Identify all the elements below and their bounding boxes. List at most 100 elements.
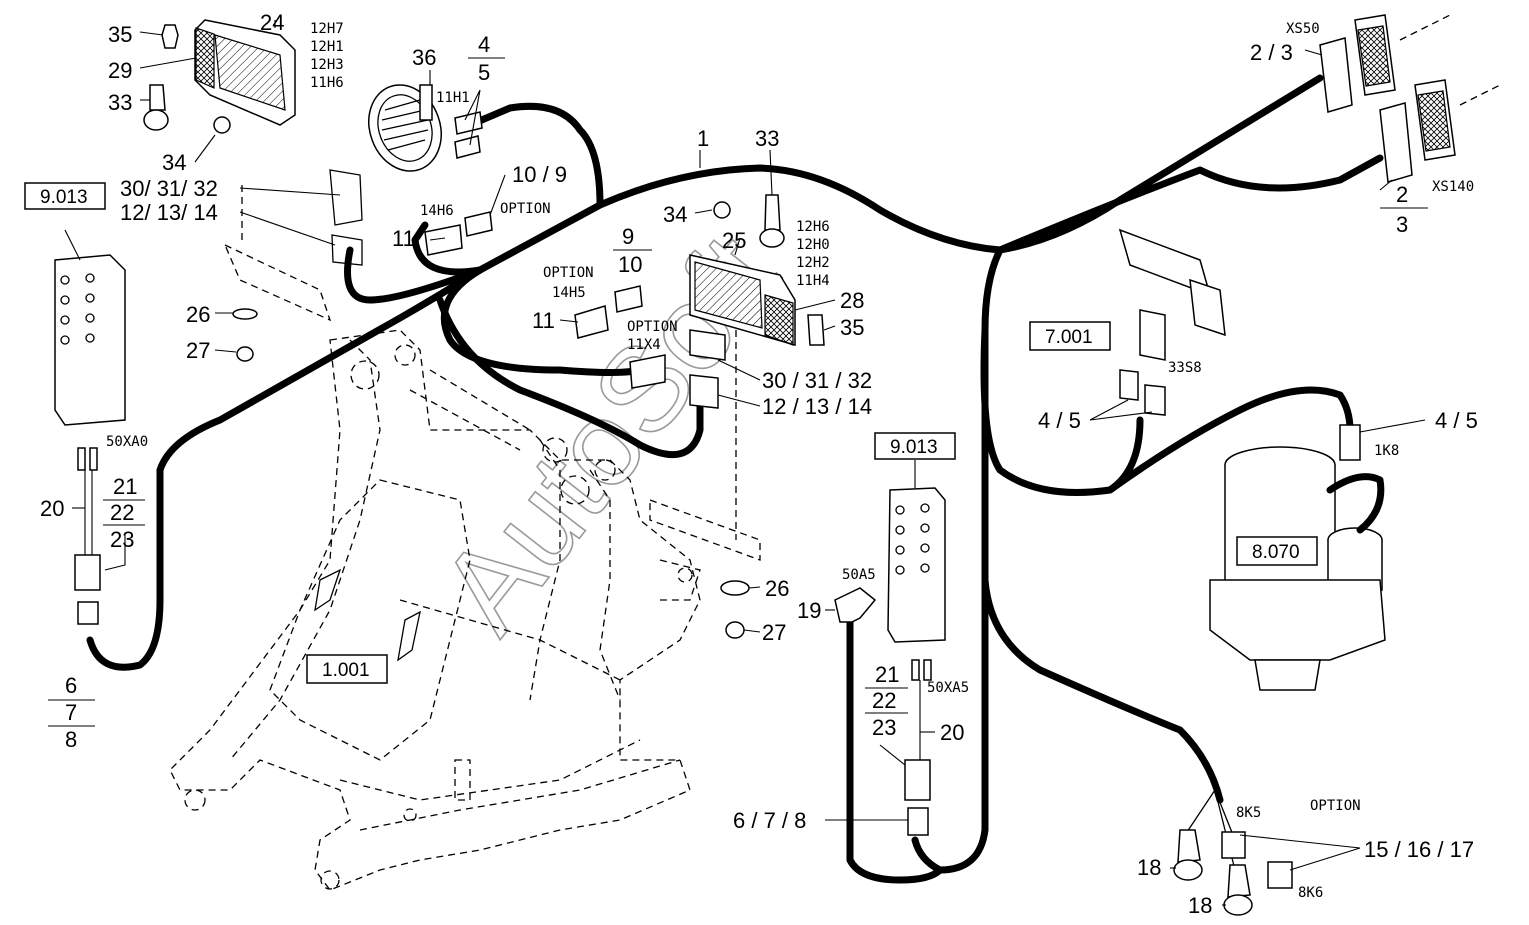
code-14h5: 14H5	[552, 285, 586, 301]
label-20-b: 20	[940, 720, 964, 745]
label-27-b: 27	[762, 620, 786, 645]
leader-lines	[48, 20, 1428, 906]
label-8: 8	[65, 727, 77, 752]
label-20-a: 20	[40, 496, 64, 521]
code-8k6: 8K6	[1298, 885, 1323, 901]
label-5: 5	[478, 60, 490, 85]
label-35-b: 35	[840, 315, 864, 340]
code-option-d: OPTION	[1310, 798, 1361, 814]
label-2-3-top: 2 / 3	[1250, 40, 1293, 65]
label-7: 7	[65, 700, 77, 725]
main-harness	[86, 74, 1384, 884]
label-4-5-a: 4 / 5	[1038, 408, 1081, 433]
connector-19	[834, 587, 877, 623]
label-28: 28	[840, 288, 864, 313]
label-22-a: 22	[110, 500, 134, 525]
label-2: 2	[1396, 182, 1408, 207]
ref-1001-text: 1.001	[322, 660, 370, 681]
code-11h4: 11H4	[796, 273, 830, 289]
label-1: 1	[697, 126, 709, 151]
ref-box-9013-left	[24, 182, 106, 210]
label-34-b: 34	[663, 202, 687, 227]
label-19: 19	[797, 598, 821, 623]
label-36: 36	[412, 45, 436, 70]
code-12h2: 12H2	[796, 255, 830, 271]
valve-block-left	[54, 229, 126, 426]
code-11h1: 11H1	[436, 90, 470, 106]
rear-light-25	[689, 254, 796, 409]
code-option-b: OPTION	[543, 265, 594, 281]
label-18-a: 18	[1137, 855, 1161, 880]
code-33s8: 33S8	[1168, 360, 1202, 376]
ref-box-8070	[1236, 536, 1318, 566]
relays-8k	[1173, 829, 1293, 916]
code-50xa5: 50XA5	[927, 680, 969, 696]
label-12-13-14-b: 12 / 13 / 14	[762, 394, 872, 419]
code-11h6: 11H6	[310, 75, 344, 91]
label-11-a: 11	[392, 226, 415, 251]
code-11x4: 11X4	[627, 337, 661, 353]
connector-11-a	[424, 211, 493, 256]
label-21-a: 21	[113, 474, 137, 499]
label-6-7-8: 6 / 7 / 8	[733, 808, 806, 833]
ref-box-9013-center	[874, 432, 956, 460]
label-11-b: 11	[532, 308, 555, 333]
code-xs140: XS140	[1432, 179, 1474, 195]
label-23-b: 23	[872, 715, 896, 740]
washers-nuts	[232, 308, 750, 639]
label-30-31-32-b: 30 / 31 / 32	[762, 368, 872, 393]
code-12h3: 12H3	[310, 57, 344, 73]
code-50a5: 50A5	[842, 567, 876, 583]
ref-9013-center-text: 9.013	[890, 437, 938, 458]
bulb-group	[143, 24, 825, 346]
label-18-b: 18	[1188, 893, 1212, 918]
loader-frame	[169, 185, 761, 891]
code-50xa0: 50XA0	[106, 434, 148, 450]
label-26-b: 26	[765, 576, 789, 601]
connector-xs50	[1319, 14, 1451, 113]
label-26-a: 26	[186, 302, 210, 327]
code-12h7: 12H7	[310, 21, 344, 37]
label-30-31-32-a: 30/ 31/ 32	[120, 176, 218, 201]
code-12h6: 12H6	[796, 219, 830, 235]
pressure-switch-7001	[1118, 228, 1226, 416]
label-9: 9	[622, 224, 634, 249]
code-1k8: 1K8	[1374, 443, 1399, 459]
label-27-a: 27	[186, 338, 210, 363]
code-option-a: OPTION	[500, 201, 551, 217]
code-12h0: 12H0	[796, 237, 830, 253]
code-xs50: XS50	[1286, 21, 1320, 37]
label-10: 10	[618, 252, 642, 277]
connector-xs140	[1379, 79, 1501, 183]
label-33-a: 33	[108, 90, 132, 115]
label-23-a: 23	[110, 527, 134, 552]
label-35-a: 35	[108, 22, 132, 47]
rear-light-24	[194, 19, 363, 266]
label-21-b: 21	[875, 662, 899, 687]
label-12-13-14-a: 12/ 13/ 14	[120, 200, 218, 225]
connector-set-left	[74, 447, 101, 625]
label-6: 6	[65, 673, 77, 698]
label-33-b: 33	[755, 126, 779, 151]
label-34-a: 34	[162, 150, 186, 175]
label-29: 29	[108, 58, 132, 83]
ref-box-7001	[1029, 321, 1111, 351]
connector-set-center	[904, 659, 932, 836]
code-14h6: 14H6	[420, 203, 454, 219]
ref-9013-left-text: 9.013	[40, 187, 88, 208]
label-4: 4	[478, 32, 490, 57]
label-15-16-17: 15 / 16 / 17	[1364, 837, 1474, 862]
label-3: 3	[1396, 212, 1408, 237]
connector-11-b	[574, 285, 666, 389]
label-10-9: 10 / 9	[512, 162, 567, 187]
valve-block-center	[887, 460, 946, 643]
label-22-b: 22	[872, 688, 896, 713]
code-12h1: 12H1	[310, 39, 344, 55]
code-option-c: OPTION	[627, 319, 678, 335]
ref-7001-text: 7.001	[1045, 327, 1093, 348]
label-25: 25	[722, 228, 746, 253]
label-4-5-b: 4 / 5	[1435, 408, 1478, 433]
ref-box-1001	[306, 654, 388, 684]
label-24: 24	[260, 10, 284, 35]
